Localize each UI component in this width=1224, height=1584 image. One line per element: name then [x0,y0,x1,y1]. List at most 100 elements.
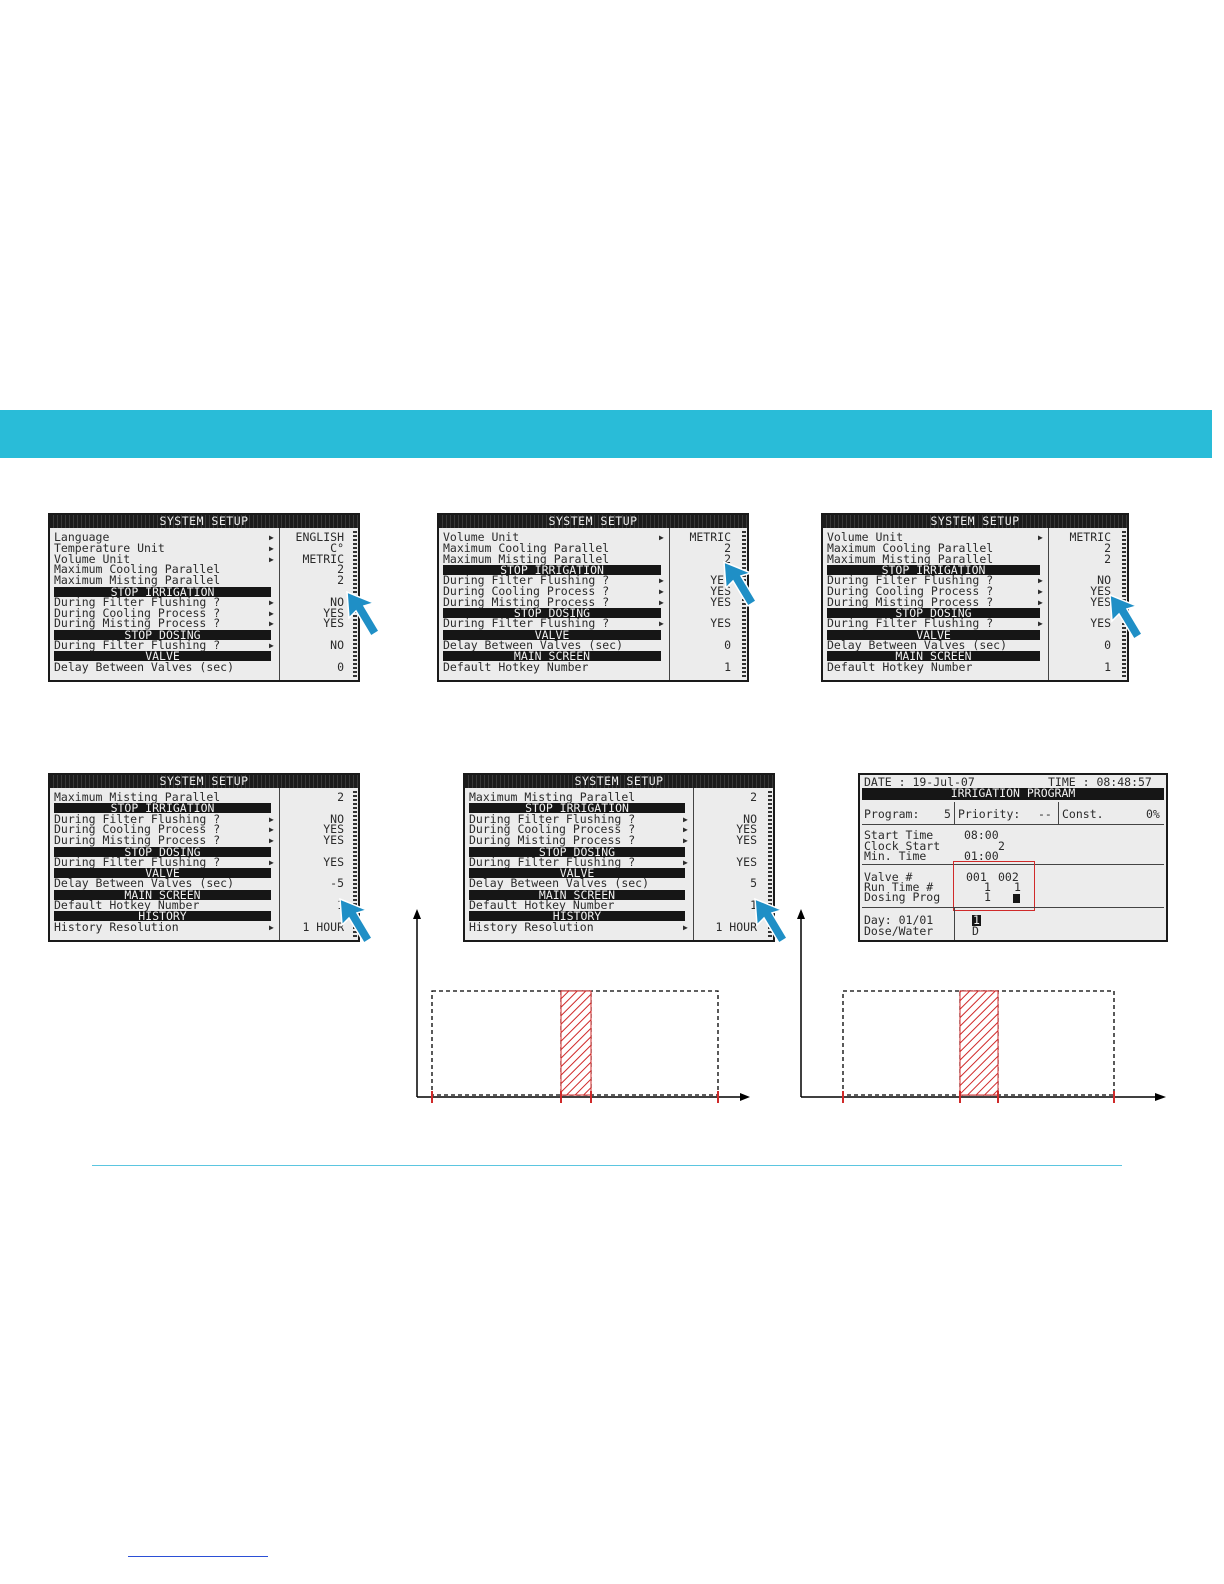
setting-value[interactable]: 2 [724,551,731,566]
setting-row[interactable]: During Cooling Process ?▶YES [54,605,354,620]
setting-row[interactable]: Volume Unit▶METRIC [827,530,1123,544]
setting-row[interactable]: During Cooling Process ?▶YES [827,584,1123,598]
setting-row[interactable]: During Filter Flushing ?▶NO [827,573,1123,588]
setting-value[interactable]: YES [323,854,344,869]
program-value[interactable]: 5 [944,807,951,821]
start-time-value[interactable]: 08:00 [964,828,999,842]
setting-value[interactable]: NO [330,594,344,609]
setting-value[interactable]: 2 [1104,540,1111,555]
setting-row[interactable]: Delay Between Valves (sec)-5 [54,876,354,891]
setting-value[interactable]: YES [323,605,344,620]
setting-row[interactable]: During Misting Process ?▶YES [54,616,354,631]
run-time-1[interactable]: 1 [984,880,991,894]
setting-value[interactable]: 2 [750,790,757,804]
setting-row[interactable]: Temperature Unit▶C° [54,540,354,555]
setting-row[interactable]: During Misting Process ?▶YES [827,594,1123,609]
setting-value[interactable]: C° [330,540,344,555]
setting-value[interactable]: YES [323,616,344,631]
setting-value[interactable]: YES [736,822,757,837]
setting-row[interactable]: During Filter Flushing ?▶YES [443,573,743,588]
priority-value[interactable]: -- [1038,807,1052,821]
setting-value[interactable]: 2 [724,540,731,555]
setting-value[interactable]: YES [736,854,757,869]
day-value[interactable]: 1 [972,913,981,927]
setting-value[interactable]: 5 [750,876,757,891]
setting-row[interactable]: Delay Between Valves (sec)5 [469,876,769,891]
setting-value[interactable]: YES [710,616,731,631]
setting-value[interactable]: YES [1090,616,1111,631]
scrollbar[interactable] [353,791,357,938]
setting-value[interactable]: NO [330,638,344,652]
setting-value[interactable]: METRIC [689,530,731,544]
scrollbar[interactable] [742,531,746,678]
setting-value[interactable]: -5 [330,876,344,891]
setting-value[interactable]: 1 HOUR [715,919,757,934]
min-time-value[interactable]: 01:00 [964,849,999,863]
const-value[interactable]: 0% [1146,807,1160,821]
setting-row[interactable]: Delay Between Valves (sec)0 [827,638,1123,652]
setting-value[interactable]: YES [1090,594,1111,609]
setting-row[interactable]: Volume Unit▶METRIC [443,530,743,544]
setting-row[interactable]: During Filter Flushing ?▶YES [54,854,354,869]
setting-row[interactable]: During Filter Flushing ?▶YES [443,616,743,631]
setting-value[interactable]: YES [710,573,731,588]
setting-row[interactable]: During Cooling Process ?▶YES [469,822,769,837]
setting-value[interactable]: METRIC [302,551,344,566]
setting-value[interactable]: 2 [1104,551,1111,566]
setting-row[interactable]: During Misting Process ?▶YES [443,594,743,609]
setting-value[interactable]: ENGLISH [295,530,344,544]
setting-value[interactable]: 1 [1104,659,1111,674]
setting-row[interactable]: During Cooling Process ?▶YES [443,584,743,598]
setting-value[interactable]: YES [710,594,731,609]
setting-row[interactable]: During Filter Flushing ?▶NO [54,813,354,825]
footer-link-underline[interactable] [128,1556,268,1557]
setting-value[interactable]: 1 [724,659,731,674]
setting-value[interactable]: NO [1097,573,1111,588]
setting-row[interactable]: During Cooling Process ?▶YES [54,822,354,837]
setting-row[interactable]: During Filter Flushing ?▶NO [54,638,354,652]
run-time-2[interactable]: 1 [1014,880,1021,894]
setting-value[interactable]: 2 [337,573,344,588]
setting-value[interactable]: YES [1090,584,1111,598]
setting-value[interactable]: 2 [337,790,344,804]
dosing-1[interactable]: 1 [984,890,991,904]
setting-value[interactable]: 0 [1104,638,1111,652]
setting-value[interactable]: YES [736,833,757,848]
clock-start-value[interactable]: 2 [998,839,1005,853]
scrollbar[interactable] [768,791,772,938]
setting-row[interactable]: History Resolution▶1 HOUR [54,919,354,934]
setting-value[interactable]: YES [323,822,344,837]
setting-value[interactable]: YES [323,833,344,848]
setting-row[interactable]: Delay Between Valves (sec)0 [443,638,743,652]
dose-water-value[interactable]: D [972,924,979,938]
setting-value[interactable]: 2 [337,562,344,577]
setting-row[interactable]: During Misting Process ?▶YES [54,833,354,848]
setting-row[interactable]: History Resolution▶1 HOUR [469,919,769,934]
setting-value[interactable]: 1 [750,898,757,912]
setting-row[interactable]: During Misting Process ?▶YES [469,833,769,848]
setting-value[interactable]: 0 [337,659,344,674]
setting-value[interactable]: NO [743,811,757,826]
setting-value[interactable]: 1 HOUR [302,919,344,934]
setting-row[interactable]: During Filter Flushing ?▶YES [469,854,769,869]
setting-value[interactable]: METRIC [1069,530,1111,544]
setting-value[interactable]: 0 [724,638,731,652]
setting-row[interactable]: Volume Unit▶METRIC [54,551,354,566]
setting-row[interactable]: During Filter Flushing ?▶NO [469,811,769,826]
setting-row[interactable]: Delay Between Valves (sec)0 [54,659,354,674]
setting-row[interactable]: During Filter Flushing ?▶YES [827,616,1123,631]
setting-row[interactable]: During Filter Flushing ?▶NO [54,594,354,609]
setting-value[interactable]: YES [710,584,731,598]
setting-row[interactable]: Language▶ENGLISH [54,530,354,544]
